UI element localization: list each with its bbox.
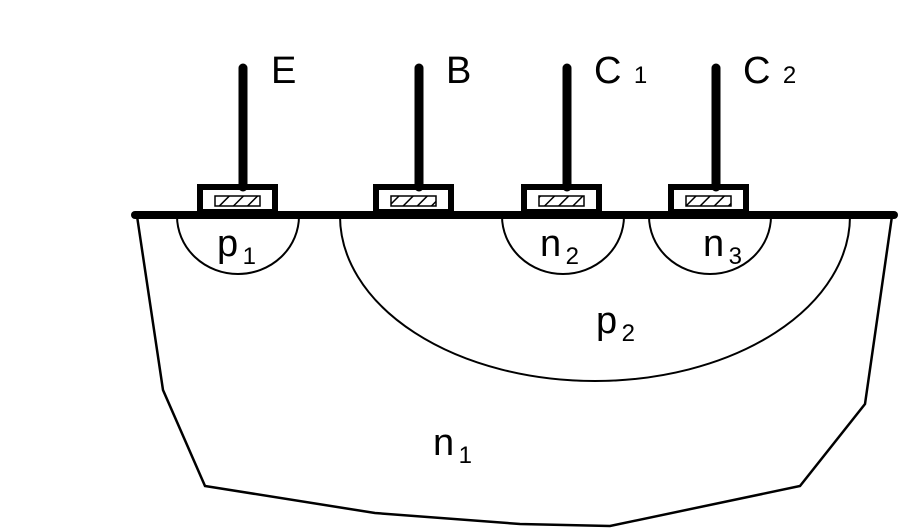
n3-region-boundary [648,215,772,275]
contact-c1 [521,184,602,215]
contact-b [373,184,454,215]
contact-e [197,184,278,215]
terminal-label-b: B [446,50,471,92]
p2-region-boundary [339,215,851,382]
n1-substrate-outline [135,214,894,528]
region-label-n1: n 1 [433,422,472,469]
n2-region-boundary [501,215,625,275]
terminal-label-c1: C 1 [594,50,647,92]
terminal-label-c2: C 2 [743,50,796,92]
contact-c2 [668,184,749,215]
region-label-n2: n 2 [540,223,579,270]
region-label-p2: p 2 [596,300,635,347]
p1-region-boundary [176,215,300,275]
terminal-label-e: E [271,50,296,92]
region-label-n3: n 3 [703,223,742,270]
region-label-p1: p 1 [217,223,256,270]
